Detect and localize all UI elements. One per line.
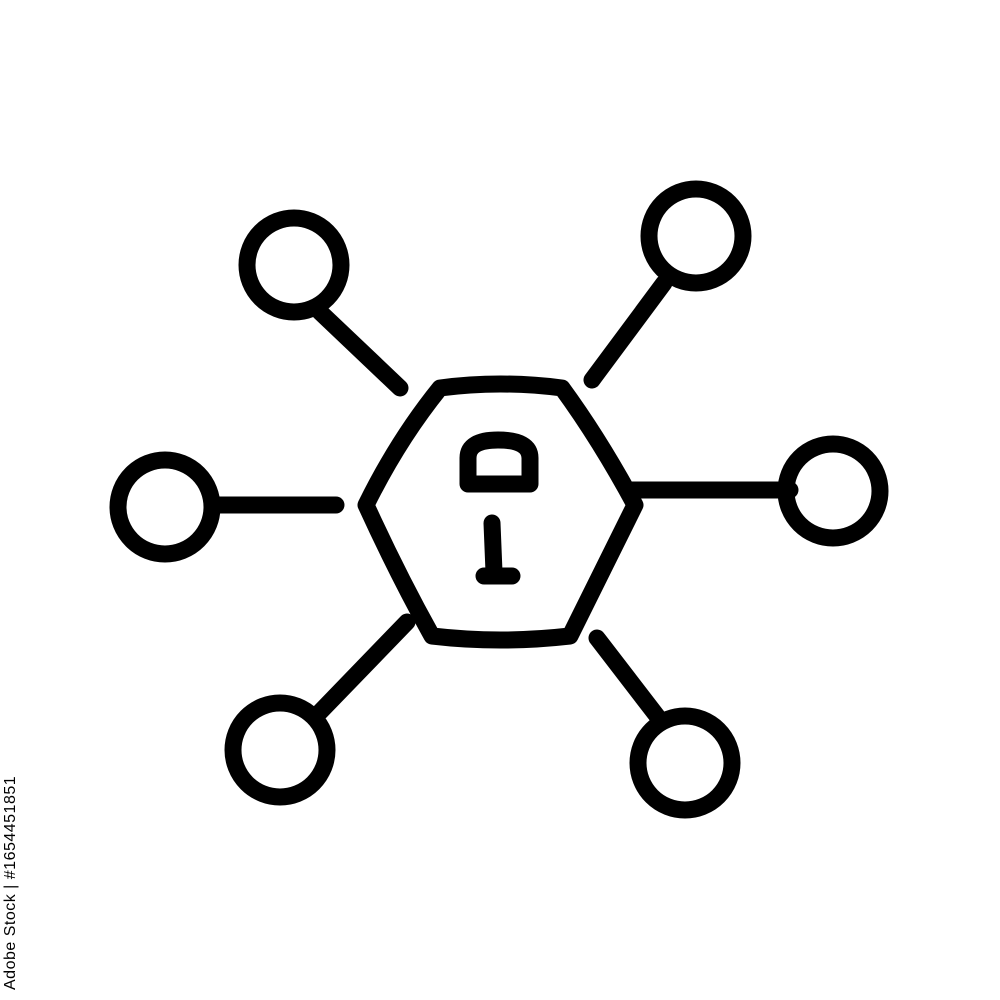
hexagon-shield-icon — [357, 375, 644, 649]
node-circle-right — [777, 435, 889, 547]
node-circle-left — [109, 451, 221, 563]
stock-id-label: Adobe Stock | #165445185​1 — [2, 775, 19, 990]
node-circle-bottom-right — [629, 707, 741, 819]
node-circle-top-right — [640, 180, 752, 292]
lock-icon — [459, 431, 539, 585]
connector-line-bottom-right — [588, 629, 666, 725]
connector-line-top-right — [583, 274, 673, 389]
lock-shackle — [459, 431, 539, 493]
node-circle-bottom-left — [224, 694, 336, 806]
connector-line-top-left — [311, 303, 409, 397]
lock-keyhole-stem — [483, 514, 503, 581]
node-circle-top-left — [238, 209, 350, 321]
connector-line-bottom-left — [311, 613, 416, 721]
